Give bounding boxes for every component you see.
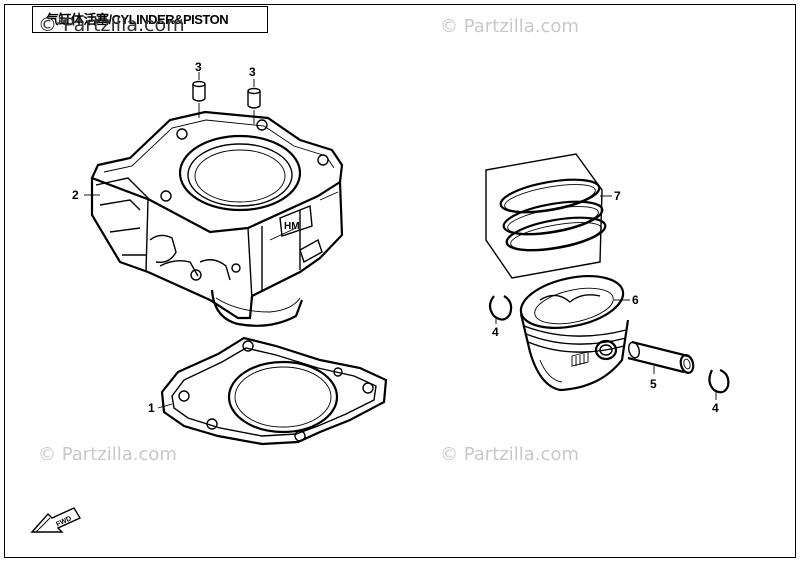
callout-piston-pin: 5: [650, 377, 657, 391]
dowel-pin-left[interactable]: [192, 72, 206, 118]
diagram-frame: [4, 4, 796, 558]
piston-ring-set[interactable]: [485, 153, 608, 279]
circlip-right[interactable]: [708, 368, 730, 394]
cylinder-logo: HM: [284, 221, 300, 232]
piston-pin[interactable]: [627, 340, 695, 374]
fwd-label: FWD: [55, 515, 72, 528]
callout-circlip-right: 4: [712, 401, 719, 415]
watermark-bottom-right: © Partzilla.com: [440, 444, 579, 465]
callout-piston: 6: [632, 293, 639, 307]
callout-ring-set: 7: [614, 189, 621, 203]
watermark-top: © Partzilla.com: [38, 14, 185, 36]
watermark-top-right: © Partzilla.com: [440, 16, 579, 37]
callout-cylinder: 2: [72, 188, 79, 202]
callout-dowel-left: 3: [195, 60, 202, 74]
callout-gasket: 1: [148, 401, 155, 415]
piston[interactable]: [516, 268, 630, 392]
cylinder-gasket[interactable]: [160, 336, 388, 446]
fwd-arrow-icon: FWD: [30, 507, 82, 533]
circlip-left[interactable]: [488, 295, 513, 321]
callout-dowel-right: 3: [249, 65, 256, 79]
watermark-bottom-left: © Partzilla.com: [38, 444, 177, 465]
title-box: [32, 6, 268, 33]
diagram-title: 气缸体活塞/CYLINDER&PISTON: [46, 12, 229, 27]
callout-circlip-left: 4: [492, 325, 499, 339]
cylinder-block[interactable]: HM: [90, 110, 344, 327]
